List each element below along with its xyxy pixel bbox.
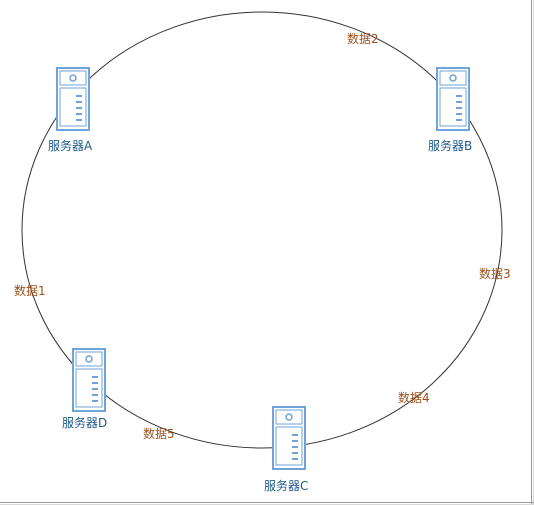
server-c-icon	[272, 406, 306, 470]
frame-edge-right	[531, 0, 532, 505]
frame-edge-bottom	[0, 502, 534, 503]
server-a-icon	[56, 67, 90, 131]
ring-circle	[21, 11, 503, 449]
data-2-label: 数据2	[347, 32, 379, 46]
server-b-icon	[436, 67, 470, 131]
server-d-icon	[72, 348, 106, 412]
server-d-label: 服务器D	[62, 416, 108, 430]
data-3-label: 数据3	[479, 267, 511, 281]
data-4-label: 数据4	[398, 391, 430, 405]
server-a-label: 服务器A	[48, 139, 93, 153]
server-b-label: 服务器B	[428, 139, 473, 153]
data-1-label: 数据1	[14, 284, 46, 298]
data-5-label: 数据5	[143, 427, 175, 441]
server-c-label: 服务器C	[264, 479, 309, 493]
